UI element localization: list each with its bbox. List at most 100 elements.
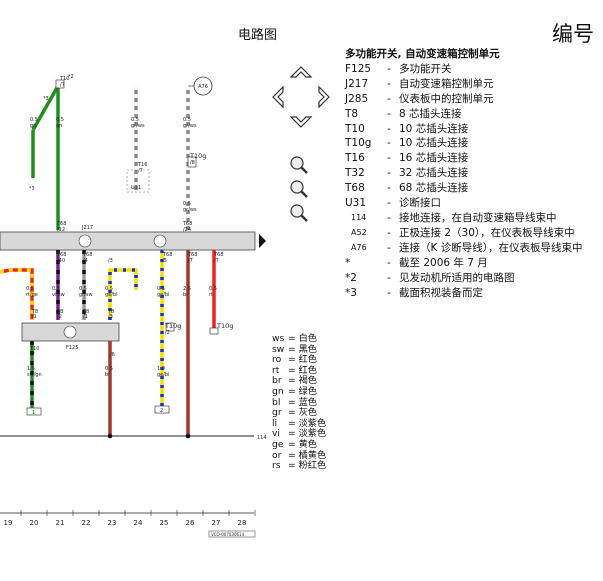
legend-desc: 16 芯插头连接 xyxy=(399,152,469,165)
equals-sign: = xyxy=(288,460,299,472)
wire-yellow-blue-loop xyxy=(108,268,138,320)
color-code: li xyxy=(272,417,278,429)
pan-left-icon[interactable] xyxy=(272,85,284,109)
connector-pin: /2 xyxy=(165,330,170,336)
color-code: vi xyxy=(272,428,280,440)
track-number: 27 xyxy=(212,519,221,527)
connector-pin: /4 xyxy=(83,258,88,264)
legend-dash: - xyxy=(387,137,391,150)
color-code: sw xyxy=(272,343,285,355)
legend-dash: - xyxy=(387,256,391,269)
connector-pin: /6 xyxy=(110,352,115,358)
equals-sign: = xyxy=(288,354,299,366)
legend-code: T8 xyxy=(345,107,359,120)
color-code-item: br= 褐色 xyxy=(272,376,326,387)
legend-item: T10-10 芯插头连接 xyxy=(345,122,603,137)
footer-code-box xyxy=(208,530,256,538)
legend-dash: - xyxy=(387,77,391,90)
color-code: bl xyxy=(272,396,281,408)
legend-dash: - xyxy=(387,271,391,284)
track-ticks xyxy=(20,510,256,516)
legend-code: J285 xyxy=(345,92,369,105)
ground-mark-1 xyxy=(26,407,42,416)
legend-item: F125-多功能开关 xyxy=(345,62,603,77)
track-number: 25 xyxy=(160,519,169,527)
legend-item: T68-68 芯插头连接 xyxy=(345,181,603,196)
connector-pin: /40 xyxy=(57,258,65,264)
connector-pin: /7 xyxy=(30,352,35,358)
connector-pin: /7 xyxy=(188,258,193,264)
pan-up-icon[interactable] xyxy=(289,66,313,78)
legend-desc: 10 芯插头连接 xyxy=(399,122,469,135)
ground-114-label: 114 xyxy=(257,435,267,441)
color-name: 橘黄色 xyxy=(298,449,327,461)
legend-desc: 68 芯插头连接 xyxy=(399,182,469,195)
color-code-item: rt= 红色 xyxy=(272,364,326,377)
legend-code: T10g xyxy=(345,137,372,150)
connector-label: T68 xyxy=(56,221,66,227)
color-code-item: sw= 黑色 xyxy=(272,343,326,356)
color-name: 蓝色 xyxy=(298,396,317,408)
color-code: br xyxy=(272,375,282,387)
legend-item: A52-正极连接 2（30），在仪表板导线束中 xyxy=(345,226,603,241)
legend-heading: 多功能开关, 自动变速箱控制单元 xyxy=(345,48,500,60)
wire-size-label: 2.5 xyxy=(183,286,191,292)
connector-pin: /3 xyxy=(108,258,113,264)
j285-symbol xyxy=(153,234,167,248)
connector-label: T16 xyxy=(137,162,147,168)
j217-label: J217 xyxy=(81,225,93,231)
connector-pin: /8 xyxy=(190,160,195,166)
color-code-item: ge= 黄色 xyxy=(272,438,326,451)
wire-size-label: 0.5 xyxy=(52,286,60,292)
legend-desc: 自动变速箱控制单元 xyxy=(399,77,494,90)
legend-code: 114 xyxy=(351,212,367,222)
equals-sign: = xyxy=(288,364,299,376)
connector-label: T68 xyxy=(213,252,223,258)
legend-desc: 多功能开关 xyxy=(399,62,452,75)
pan-down-icon[interactable] xyxy=(289,116,313,128)
wire-size-label: 0.5 xyxy=(105,286,113,292)
color-code: rt xyxy=(272,364,280,376)
connector-label: T68 xyxy=(82,252,92,258)
pan-right-icon[interactable] xyxy=(318,85,330,109)
legend-desc: 接地连接，在自动变速箱导线束中 xyxy=(399,211,557,224)
wire-size-label: 0.5 xyxy=(209,286,217,292)
legend-dash: - xyxy=(387,241,391,254)
zoom-out-icon[interactable] xyxy=(290,204,308,222)
equals-sign: = xyxy=(288,396,299,408)
legend-item: *-截至 2006 年 7 月 xyxy=(345,256,603,271)
color-code: ge xyxy=(272,438,284,450)
track-number: 19 xyxy=(4,519,13,527)
wire-size-label: 0.5 xyxy=(79,286,87,292)
legend-code: T68 xyxy=(345,182,365,195)
legend-desc: 连接（K 诊断导线），在仪表板导线束中 xyxy=(399,241,583,254)
legend-dash: - xyxy=(387,226,391,239)
color-code: gr xyxy=(272,407,282,419)
color-code-item: vi= 淡紫色 xyxy=(272,429,326,440)
legend-desc: 诊断接口 xyxy=(399,197,441,210)
legend-code: T32 xyxy=(345,167,365,180)
legend-desc: 正极连接 2（30），在仪表板导线束中 xyxy=(399,226,575,239)
legend-desc: 见发动机所适用的电路图 xyxy=(399,271,515,284)
wire-size-label: 0.5 xyxy=(157,286,165,292)
wire-color-label: gn xyxy=(30,123,36,129)
legend-item: U31-诊断接口 xyxy=(345,196,603,211)
legend-dash: - xyxy=(387,197,391,210)
zoom-fit-icon[interactable] xyxy=(290,180,308,198)
legend-code: F125 xyxy=(345,62,372,75)
j217-symbol xyxy=(78,234,92,248)
ground-mark-2-label: 2 xyxy=(160,408,163,414)
wire-size-label: 0.5 xyxy=(56,117,64,123)
color-code-item: ro= 红色 xyxy=(272,355,326,366)
connector-pin: /7 xyxy=(138,168,143,174)
wire-color-label: gr/ws xyxy=(131,123,145,129)
color-name: 绿色 xyxy=(298,385,317,397)
color-name: 灰色 xyxy=(298,407,317,419)
wire-color-label: ge/bl xyxy=(157,292,170,298)
wire-size-label: 0.5 xyxy=(26,286,34,292)
connector-t10-top xyxy=(55,79,65,89)
zoom-in-icon[interactable] xyxy=(290,156,308,174)
color-name: 粉红色 xyxy=(298,460,327,472)
continue-arrow xyxy=(259,234,266,248)
